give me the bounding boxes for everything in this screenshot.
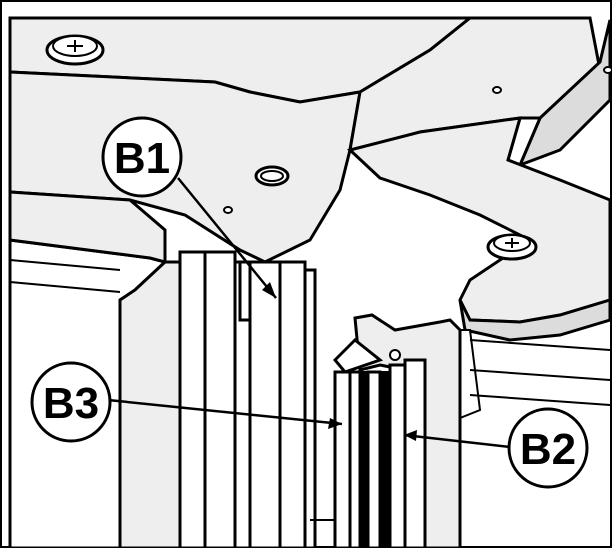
callout-b3-label: B3 [43, 379, 99, 428]
leader-b2 [403, 433, 511, 449]
callout-b3: B3 [30, 361, 112, 443]
leader-b3 [107, 398, 343, 426]
extrusion-profile [310, 313, 462, 548]
arrowhead-b2 [404, 430, 417, 441]
callout-b2: B2 [507, 407, 589, 489]
background-lines [469, 339, 611, 406]
frame-plate [8, 70, 362, 264]
ledge-lip [458, 297, 612, 342]
callout-b2-label: B2 [520, 425, 576, 474]
arrowhead-b3 [328, 418, 342, 429]
screw-top [45, 34, 105, 66]
arrowhead-b1 [262, 282, 276, 298]
callout-b1: B1 [101, 116, 183, 198]
vertical-profile [178, 250, 317, 548]
callout-b1-label: B1 [114, 134, 170, 183]
wall-edge-lines [9, 259, 121, 293]
screw-right [486, 233, 538, 261]
leader-b1 [177, 177, 277, 299]
holes [223, 66, 612, 214]
